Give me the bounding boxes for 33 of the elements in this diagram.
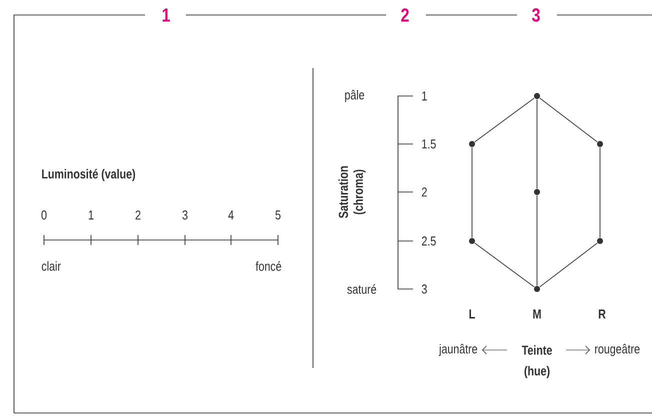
line bbox=[536, 99, 538, 189]
scale-label: 4 bbox=[228, 210, 234, 220]
line bbox=[536, 195, 538, 286]
axis-title: Saturation (chroma) bbox=[338, 166, 366, 218]
scale-label: clair bbox=[42, 261, 61, 271]
line bbox=[474, 242, 535, 288]
heading-label: Teinte bbox=[522, 345, 552, 355]
section-number: 3 bbox=[532, 8, 540, 22]
scale-label: 2 bbox=[136, 210, 140, 220]
heading-label: R bbox=[598, 310, 606, 318]
scale-label: 5 bbox=[275, 210, 281, 220]
scale-label: 1 bbox=[88, 210, 94, 220]
line bbox=[539, 98, 598, 142]
scale-label: 3 bbox=[182, 210, 188, 220]
heading-label: (hue) bbox=[524, 366, 550, 378]
scale-label: 2.5 bbox=[422, 236, 436, 246]
scale-label: saturé bbox=[347, 284, 376, 294]
heading-label: M bbox=[533, 310, 541, 318]
section-number: 1 bbox=[162, 8, 170, 22]
scale-label: 1 bbox=[422, 92, 427, 100]
scale-label: 0 bbox=[41, 210, 47, 220]
heading-label: Luminosité (value) bbox=[42, 168, 136, 182]
scale-label: foncé bbox=[256, 261, 282, 271]
scale-label: 1.5 bbox=[422, 139, 436, 149]
heading-label: L bbox=[469, 310, 475, 318]
scale-label: jaunâtre bbox=[438, 344, 478, 356]
scale-label: pâle bbox=[345, 90, 364, 102]
scale-label: 2 bbox=[422, 187, 427, 197]
scale-label: 3 bbox=[422, 284, 427, 294]
line bbox=[539, 242, 598, 288]
line bbox=[474, 98, 535, 142]
section-number: 2 bbox=[401, 8, 409, 22]
scale-label: rougeâtre bbox=[595, 344, 640, 356]
